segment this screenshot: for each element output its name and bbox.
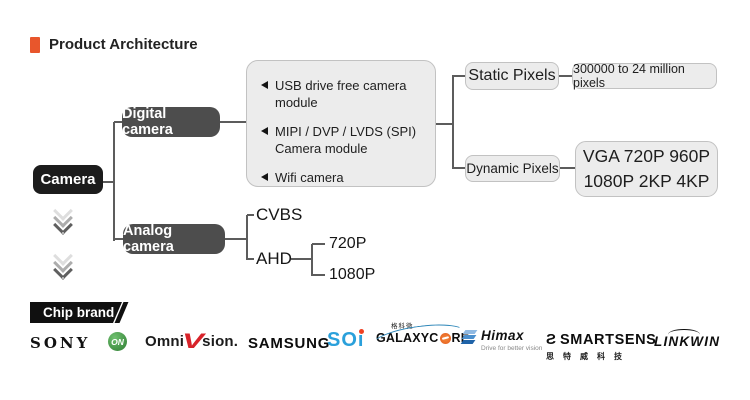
connector-line [114,238,124,240]
triangle-bullet-icon [261,173,268,181]
connector-line [312,243,325,245]
section-header: Product Architecture [30,36,198,53]
connector-line [114,121,123,123]
himax-name: Himax [481,328,525,343]
connector-line [103,181,114,183]
connector-line [220,121,246,123]
connector-line [452,75,454,169]
module-item: Wifi camera [261,169,344,186]
module-item: USB drive free camera module [261,77,427,111]
omnivision-logo: Omni V sion. [145,331,238,352]
triangle-bullet-icon [261,81,268,89]
node-cvbs: CVBS [256,205,303,224]
galaxycore-wordmark: GALAXYC RE [368,319,470,361]
dynamic-pixels-value: VGA 720P 960P 1080P 2KP 4KP [575,141,718,197]
connector-line [453,75,465,77]
node-ahd: AHD [256,249,292,268]
node-analog-camera: Analog camera [123,223,225,255]
static-pixels-value: 300000 to 24 million pixels [572,62,717,90]
galaxycore-logo: 格科微 GALAXYC RE [368,319,470,361]
node-digital-camera: Digital camera [122,106,220,138]
module-label: Wifi camera [275,170,344,185]
dynamic-pixels-line2: 1080P 2KP 4KP [583,171,710,191]
himax-tagline: Drive for better vision [481,345,543,352]
triangle-bullet-icon [261,127,268,135]
soi-text: SO [327,329,358,351]
connector-line [291,258,312,260]
connector-line [436,123,453,125]
module-label: USB drive free camera module [275,78,407,110]
connector-line [246,215,248,260]
connector-line [312,274,325,276]
connector-line [247,214,254,216]
module-label: MIPI / DVP / LVDS (SPI) [275,124,417,139]
galaxycore-text-pre: GALAXYC [376,331,439,345]
module-label-line2: Camera module [275,141,368,156]
module-item: MIPI / DVP / LVDS (SPI) [261,123,416,140]
node-720p: 720P [329,235,367,252]
omnivision-red-v-icon: V [182,330,205,353]
chip-brand-label: Chip brand [43,305,115,320]
on-logo-text: ON [111,336,124,347]
soi-i-stem: ı [357,329,365,351]
node-1080p: 1080P [329,266,376,283]
himax-logo: Himax Drive for better vision [460,328,543,353]
digital-modules-box: USB drive free camera module MIPI / DVP … [246,60,436,187]
connector-line [113,122,115,241]
page-title: Product Architecture [49,36,198,53]
soi-red-dot-icon [358,329,364,334]
trail-dot [62,277,64,279]
on-semiconductor-logo: ON [108,332,127,351]
connector-line [225,238,247,240]
smartsens-chinese-text: 思特威科技 [546,352,631,361]
chip-brand-ribbon: Chip brand [30,302,122,323]
galaxycore-orange-o-icon [439,332,451,344]
chevron-down-icon [53,201,73,235]
himax-stack-icon [460,329,478,345]
smartsens-s-mark-icon: Ƨ [546,331,557,348]
connector-line [559,167,575,169]
connector-line [558,75,572,77]
node-static-pixels: Static Pixels [465,62,559,90]
galaxycore-chinese-text: 格科微 [391,323,414,330]
linkwin-arc-icon [668,329,700,340]
connector-line [311,244,313,276]
samsung-logo: SAMSUNG [248,335,331,352]
himax-text-block: Himax Drive for better vision [481,328,543,353]
connector-line [453,167,465,169]
smartsens-wordmark: Ƨ SMARTSENS [546,331,656,348]
trail-dot [62,232,64,234]
chevron-down-icon [53,246,73,280]
soi-logo: SO ı [327,329,364,352]
smartsens-logo: Ƨ SMARTSENS 思特威科技 [546,331,656,362]
node-camera: Camera [33,165,103,194]
omnivision-text-post: sion. [202,333,239,350]
dynamic-pixels-line1: VGA 720P 960P [582,146,711,166]
linkwin-logo: LINKWIN [654,329,750,349]
smartsens-name: SMARTSENS [560,331,657,348]
accent-square-icon [30,36,40,53]
sony-logo: SONY [30,334,91,352]
connector-line [247,258,254,260]
soi-i: ı [358,329,365,352]
node-dynamic-pixels: Dynamic Pixels [465,155,560,182]
omnivision-text-pre: Omni [145,333,185,350]
